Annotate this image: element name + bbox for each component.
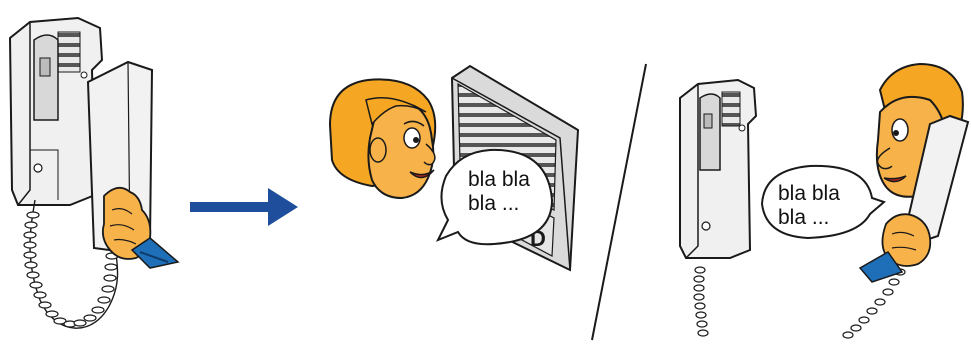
speech-bubble-2-line2: bla ... xyxy=(778,206,829,229)
speech-bubble-1-line1: bla bla xyxy=(468,168,530,191)
speech-bubble-1: bla bla bla ... xyxy=(438,150,552,244)
visitor-head xyxy=(330,79,435,198)
right-intercom-unit xyxy=(680,80,756,258)
door-button xyxy=(34,164,42,172)
speech-bubble-2: bla bla bla ... xyxy=(762,166,884,238)
right-hand xyxy=(860,214,930,282)
base-grille xyxy=(58,32,80,72)
speech-bubble-1-line2: bla ... xyxy=(468,192,519,215)
speech-bubble-2-line1: bla bla xyxy=(778,182,840,205)
divider-line xyxy=(592,64,646,340)
right-cord-coils xyxy=(694,267,708,336)
arrow-right-icon xyxy=(190,188,298,226)
